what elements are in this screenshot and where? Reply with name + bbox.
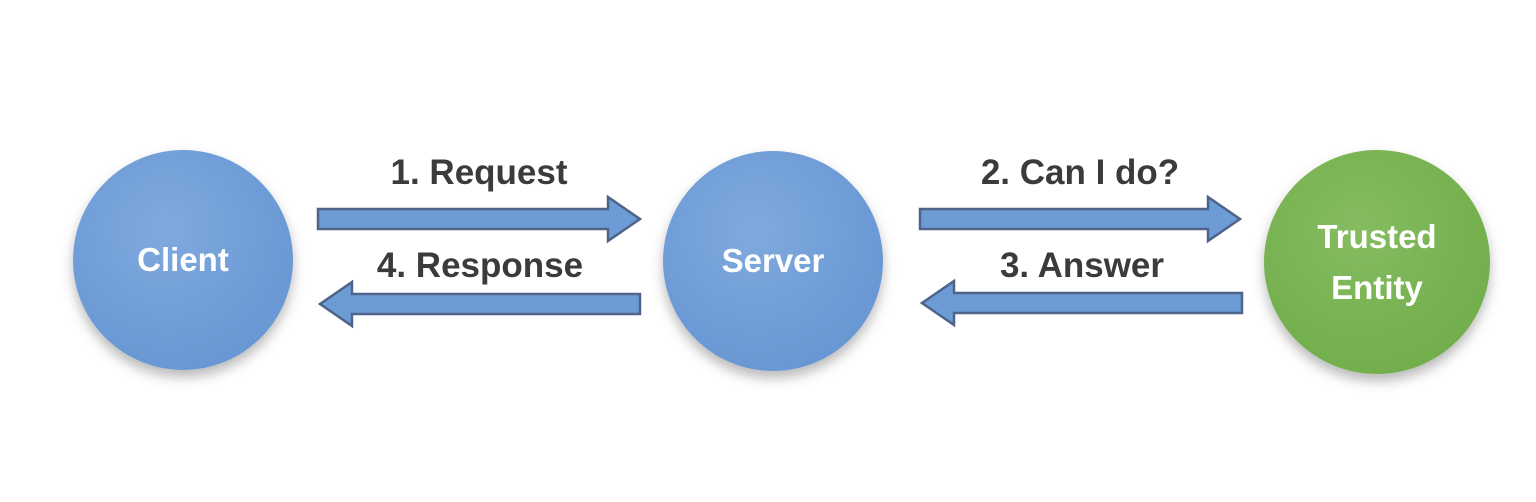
right-arrow-icon (918, 194, 1243, 244)
arrow-label-request: 1. Request (390, 153, 568, 192)
node-client: Client (73, 150, 293, 370)
arrow-label-can-i-do: 2. Can I do? (980, 153, 1180, 192)
left-arrow-icon (317, 279, 642, 329)
arrow-label-answer: 3. Answer (999, 246, 1165, 285)
node-trusted-entity-label: Trusted Entity (1317, 217, 1437, 306)
node-client-label: Client (137, 241, 229, 279)
right-arrow-icon (316, 194, 643, 244)
node-server-label: Server (721, 242, 825, 280)
node-trusted-entity: Trusted Entity (1264, 150, 1490, 374)
left-arrow-icon (919, 278, 1244, 328)
arrow-label-response: 4. Response (376, 246, 584, 285)
node-server: Server (663, 151, 883, 371)
